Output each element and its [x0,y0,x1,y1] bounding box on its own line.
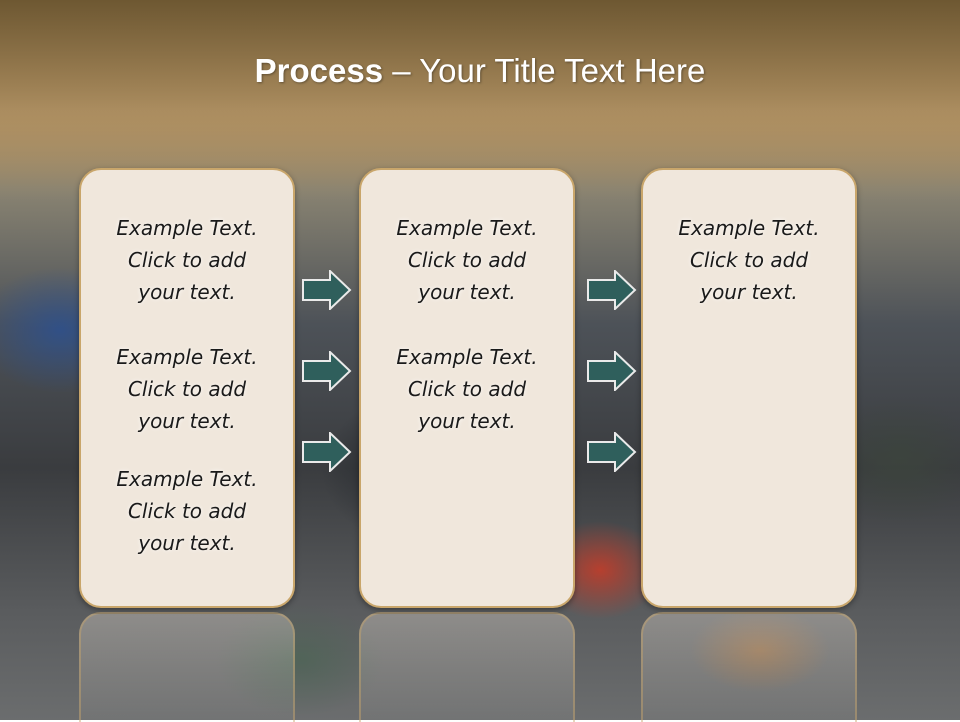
text-block[interactable]: Example Text. Click to add your text. [81,463,293,559]
text-line: Example Text. [116,345,258,369]
text-line: Example Text. [116,467,258,491]
title-rest: – Your Title Text Here [383,52,706,89]
process-card-2[interactable]: Example Text. Click to add your text. Ex… [359,168,575,608]
right-arrow-icon [302,432,352,472]
text-block[interactable]: Example Text. Click to add your text. [643,212,855,308]
text-line: Click to add [127,377,247,401]
text-line: Example Text. [116,216,258,240]
process-card-3[interactable]: Example Text. Click to add your text. [641,168,857,608]
process-card-1[interactable]: Example Text. Click to add your text. Ex… [79,168,295,608]
text-line: Click to add [127,499,247,523]
text-line: your text. [138,280,236,304]
text-line: Example Text. [396,216,538,240]
text-line: your text. [418,409,516,433]
text-line: Click to add [127,248,247,272]
text-block[interactable]: Example Text. Click to add your text. [361,212,573,308]
text-line: Click to add [407,248,527,272]
text-line: Example Text. [678,216,820,240]
text-line: Click to add [407,377,527,401]
text-line: your text. [138,531,236,555]
right-arrow-icon [302,270,352,310]
card-reflection [79,612,295,722]
right-arrow-icon [587,351,637,391]
card-reflection [359,612,575,722]
text-line: your text. [418,280,516,304]
right-arrow-icon [587,270,637,310]
text-line: Click to add [689,248,809,272]
card-reflection [641,612,857,722]
right-arrow-icon [587,432,637,472]
right-arrow-icon [302,351,352,391]
text-line: your text. [700,280,798,304]
text-block[interactable]: Example Text. Click to add your text. [361,341,573,437]
text-line: Example Text. [396,345,538,369]
text-block[interactable]: Example Text. Click to add your text. [81,212,293,308]
header-band [0,0,960,200]
slide-title[interactable]: Process – Your Title Text Here [0,52,960,90]
text-block[interactable]: Example Text. Click to add your text. [81,341,293,437]
title-bold: Process [254,52,384,89]
text-line: your text. [138,409,236,433]
